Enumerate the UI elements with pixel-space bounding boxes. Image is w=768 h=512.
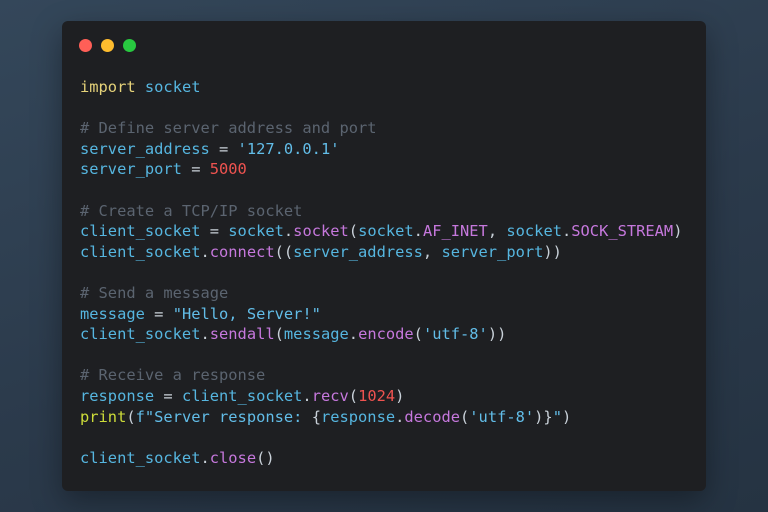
code-token-punct: ( — [126, 407, 136, 426]
code-token-method: encode — [358, 325, 414, 344]
code-line: # Send a message — [80, 283, 682, 304]
code-token-punct: . — [413, 222, 423, 241]
code-token-method: connect — [209, 242, 275, 261]
code-token-method: recv — [311, 386, 349, 405]
code-token-punct — [136, 78, 145, 96]
code-line: # Define server address and port — [80, 118, 682, 139]
code-token-punct: )) — [487, 325, 507, 344]
code-token-builtin: print — [80, 407, 127, 426]
code-token-identifier: server_address — [80, 139, 210, 158]
code-token-string: f"Server response: — [135, 407, 312, 426]
code-token-identifier: response — [320, 407, 396, 426]
code-token-punct: )} — [534, 407, 553, 426]
code-token-identifier: response — [80, 386, 155, 405]
code-line: client_socket = socket.socket(socket.AF_… — [80, 221, 682, 242]
code-line: client_socket.close() — [80, 448, 682, 469]
code-line: # Create a TCP/IP socket — [80, 201, 682, 222]
code-token-punct: = — [144, 304, 173, 323]
code-token-method: sendall — [209, 325, 275, 344]
code-token-method: socket — [293, 222, 349, 241]
code-line: client_socket.sendall(message.encode('ut… — [80, 324, 682, 345]
code-line: client_socket.connect((server_address, s… — [80, 242, 682, 263]
code-token-comment: # Create a TCP/IP socket — [80, 201, 303, 220]
code-token-identifier: server_port — [80, 160, 182, 179]
code-token-punct: ( — [413, 325, 423, 344]
code-line: # Receive a response — [80, 365, 682, 386]
code-token-identifier: client_socket — [80, 448, 201, 467]
code-line — [80, 427, 682, 448]
code-token-punct: . — [200, 448, 210, 467]
code-window: import socket # Define server address an… — [62, 21, 706, 491]
code-line: import socket — [80, 77, 682, 98]
close-dot[interactable] — [79, 39, 92, 52]
code-line — [80, 345, 682, 366]
code-token-identifier: message — [283, 325, 349, 344]
code-token-punct: . — [200, 325, 210, 344]
code-token-punct: () — [256, 448, 275, 467]
code-token-identifier: client_socket — [181, 386, 303, 405]
code-token-number: 5000 — [209, 160, 247, 179]
code-token-identifier: client_socket — [80, 325, 201, 344]
code-token-string: 'utf-8' — [422, 325, 488, 344]
code-token-punct: . — [283, 222, 294, 241]
code-line — [80, 262, 682, 283]
code-token-punct: . — [395, 407, 405, 426]
code-token-punct: = — [200, 222, 229, 241]
code-line: server_address = '127.0.0.1' — [80, 139, 682, 160]
code-token-punct: ( — [348, 222, 359, 241]
code-token-string: " — [552, 407, 562, 426]
code-token-identifier: message — [80, 304, 145, 323]
code-token-string: '127.0.0.1' — [237, 139, 340, 158]
code-token-method: decode — [404, 407, 460, 426]
code-token-punct: . — [302, 386, 312, 405]
code-token-identifier: socket — [144, 78, 201, 96]
code-line — [80, 98, 682, 119]
code-token-comment: # Receive a response — [80, 366, 266, 385]
code-token-punct: . — [561, 222, 572, 241]
code-line: response = client_socket.recv(1024) — [80, 386, 682, 407]
code-token-punct: )) — [543, 242, 562, 261]
code-token-identifier: socket — [228, 222, 284, 241]
code-token-punct: . — [200, 242, 210, 261]
code-token-punct: . — [348, 325, 359, 344]
code-token-method: close — [209, 448, 257, 467]
code-token-identifier: server_address — [293, 242, 423, 261]
code-token-punct: , — [487, 222, 507, 241]
code-token-identifier: socket — [506, 222, 562, 241]
maximize-dot[interactable] — [123, 39, 136, 52]
code-line: print(f"Server response: {response.decod… — [80, 407, 682, 428]
code-token-comment: # Define server address and port — [80, 119, 377, 138]
code-token-punct: (( — [274, 242, 294, 261]
code-token-punct: ) — [561, 407, 572, 426]
code-line: message = "Hello, Server!" — [80, 304, 682, 325]
code-token-punct: ( — [460, 407, 470, 426]
code-token-punct: { — [311, 407, 321, 426]
code-token-string: 'utf-8' — [469, 407, 535, 426]
code-token-punct: ( — [348, 386, 359, 405]
code-block: import socket # Define server address an… — [80, 77, 682, 468]
code-token-comment: # Send a message — [80, 283, 229, 302]
code-token-identifier: socket — [358, 222, 414, 241]
code-token-identifier: client_socket — [80, 222, 201, 241]
code-token-punct: = — [154, 386, 182, 405]
code-token-punct: ) — [673, 222, 683, 241]
code-token-string: "Hello, Server!" — [172, 304, 321, 323]
code-token-keyword: import — [80, 78, 136, 96]
minimize-dot[interactable] — [101, 39, 114, 52]
code-token-method: AF_INET — [422, 222, 488, 241]
code-line: server_port = 5000 — [80, 159, 682, 180]
code-token-number: 1024 — [358, 386, 396, 405]
code-token-method: SOCK_STREAM — [571, 222, 674, 241]
window-controls — [79, 39, 136, 52]
code-token-identifier: server_port — [441, 242, 544, 261]
code-token-punct: ) — [395, 386, 405, 405]
code-line — [80, 180, 682, 201]
code-token-punct: ( — [274, 325, 284, 344]
code-token-punct: = — [181, 160, 210, 179]
code-token-punct: , — [422, 242, 442, 261]
code-token-identifier: client_socket — [80, 242, 201, 261]
code-token-punct: = — [209, 139, 238, 158]
